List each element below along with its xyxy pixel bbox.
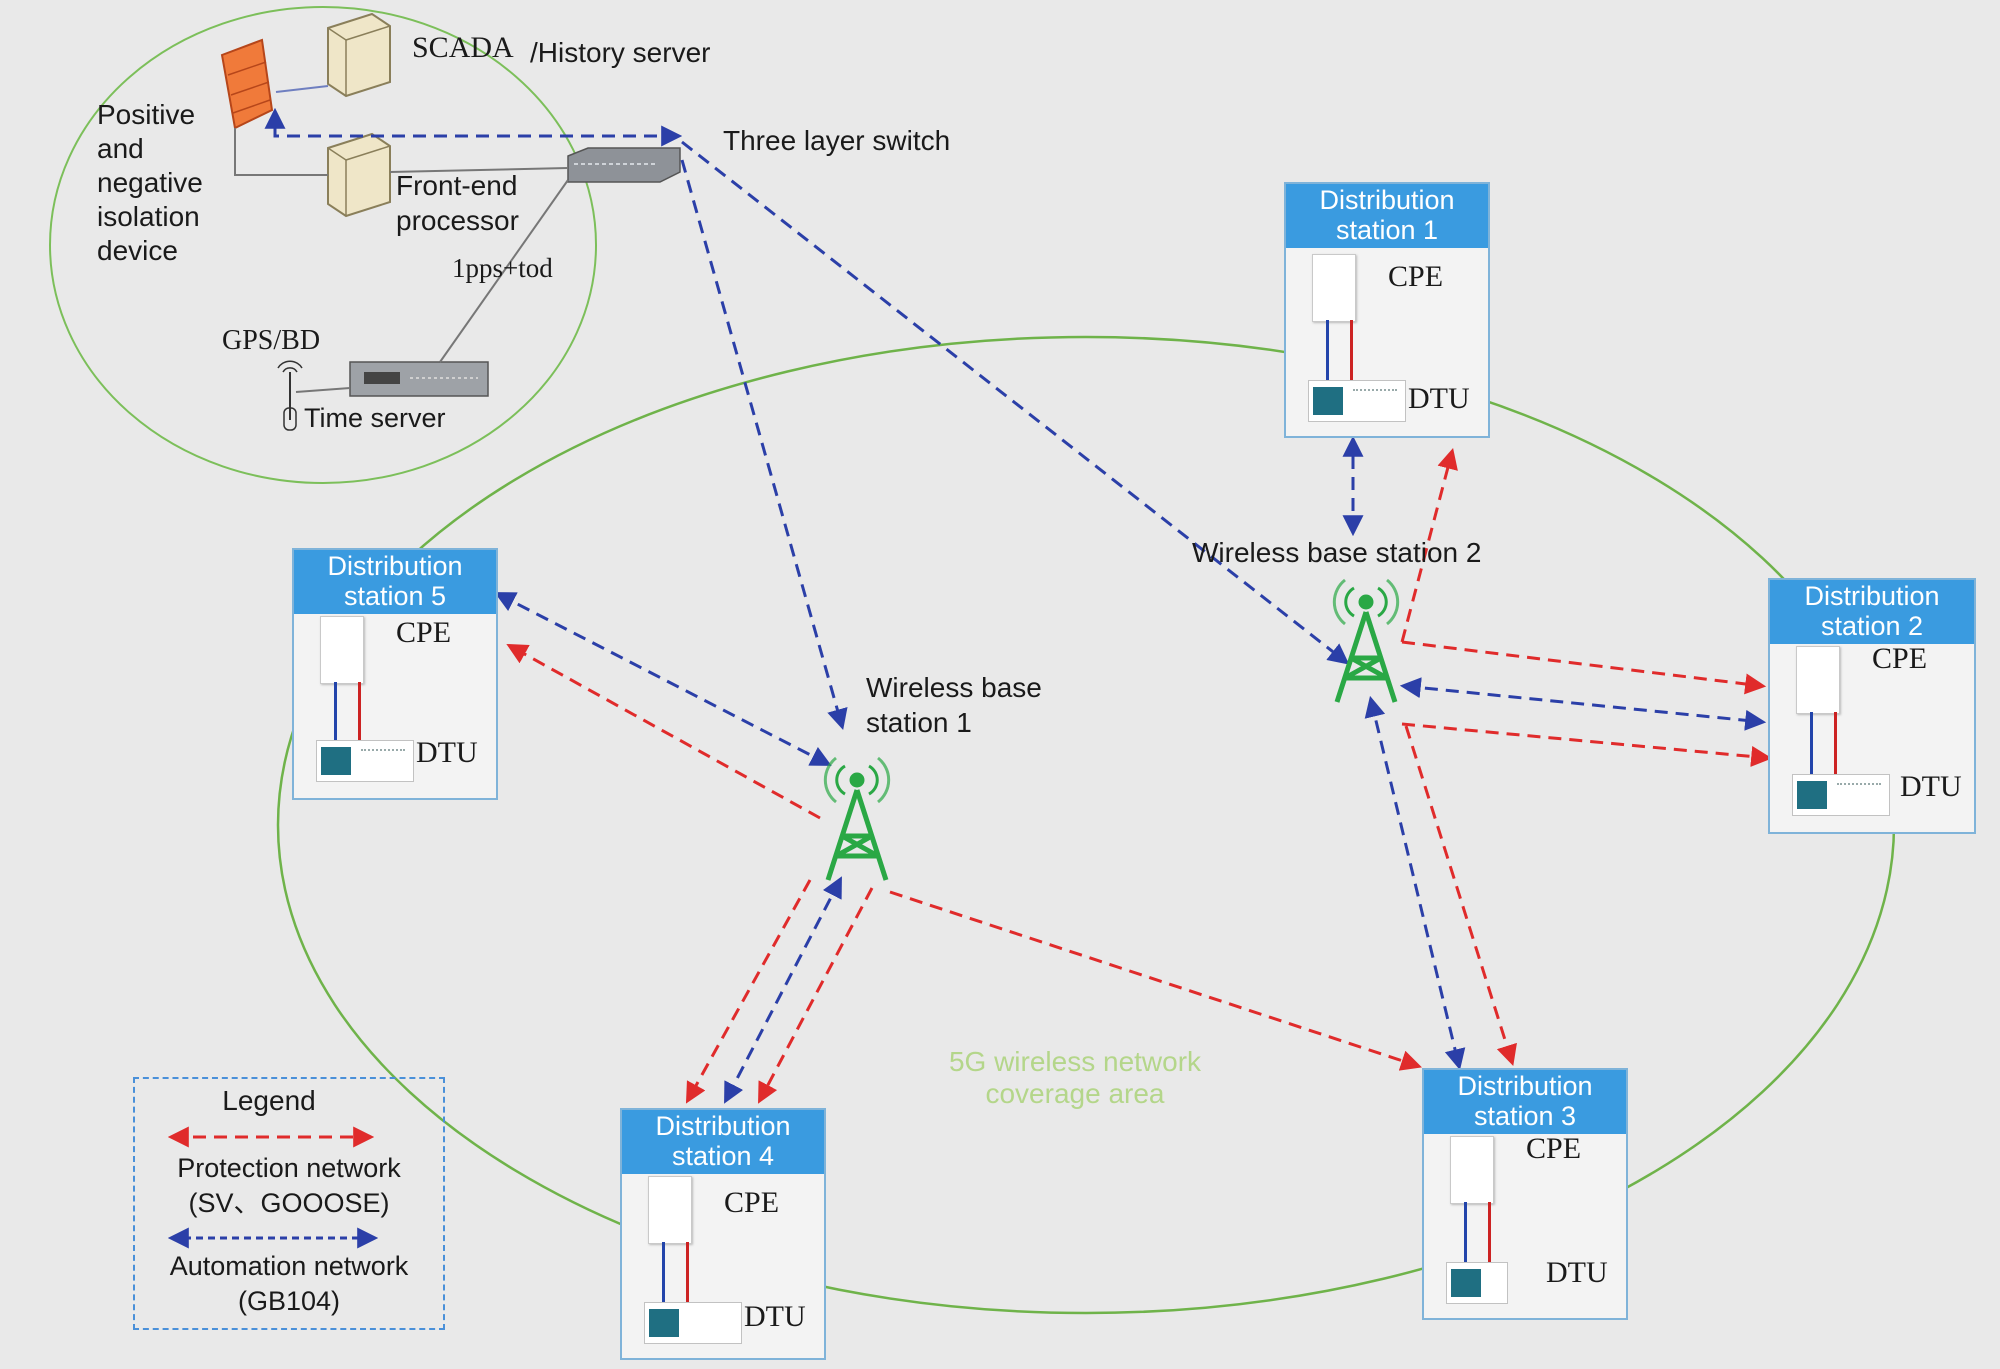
gps-time-link [295, 387, 351, 393]
dtu-label: DTU [1408, 382, 1470, 415]
cpe-device-icon [1312, 254, 1356, 322]
cpe-label: CPE [1872, 642, 1928, 675]
bs2-ds2-red-link-b [1401, 722, 1773, 767]
dtu-device-icon [1308, 380, 1406, 422]
station-title: Distribution station 2 [1770, 580, 1974, 644]
distribution-station-5: Distribution station 5 CPE DTU [292, 548, 498, 800]
scada-server-icon [327, 12, 391, 98]
cpe-device-icon [1796, 646, 1840, 714]
blue-wire [662, 1242, 665, 1314]
bs2-ds2-blue-link [1399, 677, 1767, 731]
bs1-ds4-red-link-b [758, 887, 874, 1104]
dtu-device-icon [316, 740, 414, 782]
blue-wire [1326, 320, 1329, 390]
distribution-station-3: Distribution station 3 CPE DTU [1422, 1068, 1628, 1320]
tower-icon [823, 756, 891, 881]
pps-tod-label: 1pps+tod [452, 253, 553, 283]
distribution-station-1: Distribution station 1 CPE DTU [1284, 182, 1490, 438]
legend: Legend Protection network (SV、GOOOSE) Au… [133, 1077, 445, 1330]
cpe-label: CPE [1526, 1132, 1582, 1165]
station-title: Distribution station 4 [622, 1110, 824, 1174]
dtu-device-icon [1446, 1262, 1508, 1304]
frontend-processor-label: Front-end processor [396, 170, 519, 236]
cpe-label: CPE [1388, 260, 1444, 293]
frontend-switch-link [389, 167, 569, 173]
bs1-ds5-red-link [506, 643, 821, 820]
time-server-icon [349, 361, 489, 397]
station-title: Distribution station 3 [1424, 1070, 1626, 1134]
gps-bd-label: GPS/BD [222, 325, 321, 356]
switch-firewall-link [264, 107, 683, 147]
dtu-label: DTU [1900, 770, 1962, 803]
bs2-ds3-red-link [1404, 725, 1517, 1067]
cpe-label: CPE [396, 616, 452, 649]
station-title: Distribution station 5 [294, 550, 496, 614]
pps-link [439, 179, 569, 363]
distribution-station-2: Distribution station 2 CPE DTU [1768, 578, 1976, 834]
bs1-ds3-red-link [889, 890, 1422, 1071]
blue-wire [1810, 712, 1813, 786]
gps-antenna-icon [277, 360, 303, 431]
switch-bs1-link [680, 159, 848, 731]
blue-wire [1464, 1202, 1467, 1274]
tower-icon [1332, 578, 1400, 703]
firewall-icon [220, 38, 274, 130]
cpe-device-icon [1450, 1136, 1494, 1204]
cpe-device-icon [648, 1176, 692, 1244]
firewall-frontend-link [234, 128, 328, 176]
isolation-device-label: Positive and negative isolation device [97, 99, 203, 266]
scada-firewall-link [275, 85, 329, 93]
switch-label: Three layer switch [723, 125, 951, 156]
scada-label: SCADA [412, 31, 514, 64]
station-title: Distribution station 1 [1286, 184, 1488, 248]
switch-bs2-link [681, 140, 1350, 665]
base-station-1-label: Wireless base station 1 [866, 672, 1042, 738]
frontend-server-icon [327, 132, 391, 218]
bs1-ds4-red-link-a [685, 879, 812, 1104]
red-wire [358, 682, 361, 758]
bs1-ds4-blue-link [724, 876, 842, 1104]
time-server-label: Time server [304, 403, 446, 433]
dtu-device-icon [1792, 774, 1890, 816]
dtu-label: DTU [744, 1300, 806, 1333]
control-center-boundary [49, 6, 597, 484]
distribution-station-4: Distribution station 4 CPE DTU [620, 1108, 826, 1360]
dtu-device-icon [644, 1302, 742, 1344]
blue-wire [334, 682, 337, 758]
cpe-label: CPE [724, 1186, 780, 1219]
coverage-area-label: 5G wireless network coverage area [948, 1046, 1202, 1110]
legend-automation-label: Automation network (GB104) [169, 1251, 409, 1317]
dtu-label: DTU [1546, 1256, 1608, 1289]
cpe-device-icon [320, 616, 364, 684]
coverage-area-ellipse [276, 335, 1896, 1315]
dtu-label: DTU [416, 736, 478, 769]
legend-title: Legend [222, 1085, 316, 1116]
red-wire [686, 1242, 689, 1314]
red-wire [1350, 320, 1353, 390]
legend-protection-label: Protection network (SV、GOOOSE) [177, 1153, 401, 1219]
bs1-ds5-blue-link [494, 592, 832, 766]
switch-icon [567, 147, 681, 183]
history-server-label: /History server [530, 37, 711, 68]
red-wire [1834, 712, 1837, 786]
bs2-ds1-red-link [1400, 447, 1458, 643]
red-wire [1488, 1202, 1491, 1274]
bs2-ds2-red-link-a [1401, 640, 1767, 695]
base-station-2-label: Wireless base station 2 [1192, 537, 1482, 568]
